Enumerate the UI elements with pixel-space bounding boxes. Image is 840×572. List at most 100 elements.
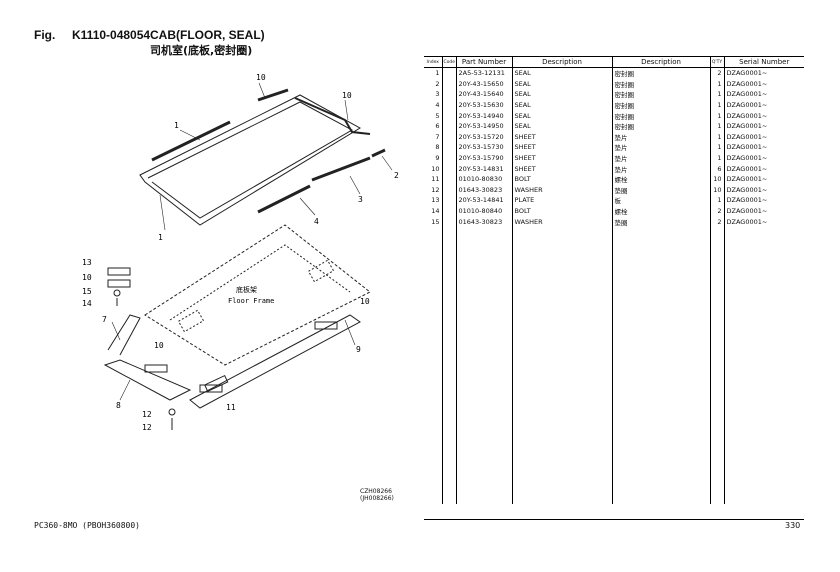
col-description-cn: Description <box>611 57 710 68</box>
filler-cell <box>723 226 804 504</box>
cell-code <box>441 120 456 132</box>
cell-index: 15 <box>431 217 440 226</box>
leader-1a <box>179 129 201 141</box>
filler-cell <box>441 226 456 504</box>
cell-qty: 1 <box>709 99 724 111</box>
cell-index: 12 <box>431 185 440 194</box>
seal-strip-2 <box>371 148 386 158</box>
cell-code <box>441 99 456 111</box>
cell-cn: 垫圈 <box>611 184 710 196</box>
cell-cn: 垫圈 <box>611 216 710 227</box>
callout-13: 13 <box>82 258 92 267</box>
washer-12 <box>168 408 176 416</box>
callout-10a: 10 <box>82 273 92 282</box>
table-filler-row <box>424 226 804 504</box>
cell-part: 20Y-53-14950 <box>455 120 512 132</box>
exploded-diagram: 10 10 2 3 4 1 1 底板架 Floor Frame 13 10 15… <box>60 60 430 510</box>
leader-2 <box>381 155 393 171</box>
callout-14: 14 <box>82 299 92 308</box>
seal-strip-3 <box>311 156 371 182</box>
cell-code <box>441 110 456 121</box>
callout-1a: 1 <box>174 121 179 130</box>
col-code: Code <box>441 57 456 68</box>
leader-9 <box>344 319 356 346</box>
parts-table-wrap: Index Code Part Number Description Descr… <box>424 56 804 520</box>
cell-desc: PLATE <box>511 195 612 206</box>
seal-strip-5 <box>294 97 371 135</box>
cell-code <box>441 131 456 143</box>
leader-1b <box>159 194 166 231</box>
filler-cell <box>611 226 710 504</box>
cell-code <box>441 152 456 164</box>
floor-frame-inner <box>169 244 351 321</box>
cell-cn: 垫片 <box>611 163 710 174</box>
cell-desc: BOLT <box>511 205 612 217</box>
cell-index: 6 <box>435 122 440 131</box>
sheet-10b <box>144 364 168 373</box>
col-part-number: Part Number <box>455 57 512 68</box>
cell-desc: SEAL <box>511 67 612 79</box>
callout-9: 9 <box>356 345 361 354</box>
cell-part: 20Y-53-15720 <box>455 131 512 143</box>
leader-3 <box>349 175 361 195</box>
cell-serial: DZAG0001~ <box>723 152 804 164</box>
cell-part: 01010-80830 <box>455 173 512 185</box>
cell-part: 20Y-53-14841 <box>455 195 512 206</box>
callout-3: 3 <box>358 195 363 204</box>
cell-cn: 螺栓 <box>611 205 710 217</box>
callout-2: 2 <box>394 171 399 180</box>
cell-index: 14 <box>431 207 440 216</box>
page-title-cn: 司机室(底板,密封圈) <box>150 44 253 57</box>
diagram-code: CZH08266 (JH008266) <box>360 488 394 502</box>
cell-cn: 密封圈 <box>611 120 710 132</box>
cell-part: 20Y-53-14940 <box>455 110 512 121</box>
cell-qty: 1 <box>709 131 724 143</box>
cell-part: 20Y-43-15650 <box>455 78 512 90</box>
cell-desc: SHEET <box>511 163 612 174</box>
frame-label-cn: 底板架 <box>236 285 257 294</box>
cell-desc: SEAL <box>511 78 612 90</box>
cell-index: 10 <box>431 164 440 173</box>
sheet-10a <box>107 279 131 288</box>
cell-code <box>441 195 456 206</box>
cell-desc: SHEET <box>511 142 612 153</box>
filler-cell <box>511 226 612 504</box>
leader-7 <box>111 321 121 341</box>
diagram-code-1: CZH08266 <box>360 488 392 495</box>
cell-index: 4 <box>435 101 440 110</box>
cell-code <box>441 89 456 100</box>
cell-code <box>441 142 456 153</box>
cell-serial: DZAG0001~ <box>723 205 804 217</box>
leader-4 <box>299 197 316 216</box>
cell-serial: DZAG0001~ <box>723 99 804 111</box>
col-serial: Serial Number <box>723 57 804 68</box>
cell-code <box>441 78 456 90</box>
callout-15: 15 <box>82 287 92 296</box>
cell-index: 2 <box>435 79 440 88</box>
cell-part: 20Y-53-14831 <box>455 163 512 174</box>
callout-7: 7 <box>102 315 107 324</box>
callout-5: 10 <box>342 91 352 100</box>
seal-strip-6 <box>257 88 289 102</box>
cell-cn: 密封圈 <box>611 78 710 90</box>
callout-6: 10 <box>256 73 266 82</box>
cell-serial: DZAG0001~ <box>723 184 804 196</box>
cell-part: 20Y-53-15730 <box>455 142 512 153</box>
callout-8: 8 <box>116 401 121 410</box>
cell-code <box>441 205 456 217</box>
cell-serial: DZAG0001~ <box>723 216 804 227</box>
cell-part: 20Y-53-15790 <box>455 152 512 164</box>
cell-part: 20Y-43-15640 <box>455 89 512 100</box>
callout-4: 4 <box>314 217 319 226</box>
cell-serial: DZAG0001~ <box>723 173 804 185</box>
page-title: CAB(FLOOR, SEAL) <box>150 28 265 42</box>
filler-cell <box>709 226 724 504</box>
cell-serial: DZAG0001~ <box>723 67 804 79</box>
